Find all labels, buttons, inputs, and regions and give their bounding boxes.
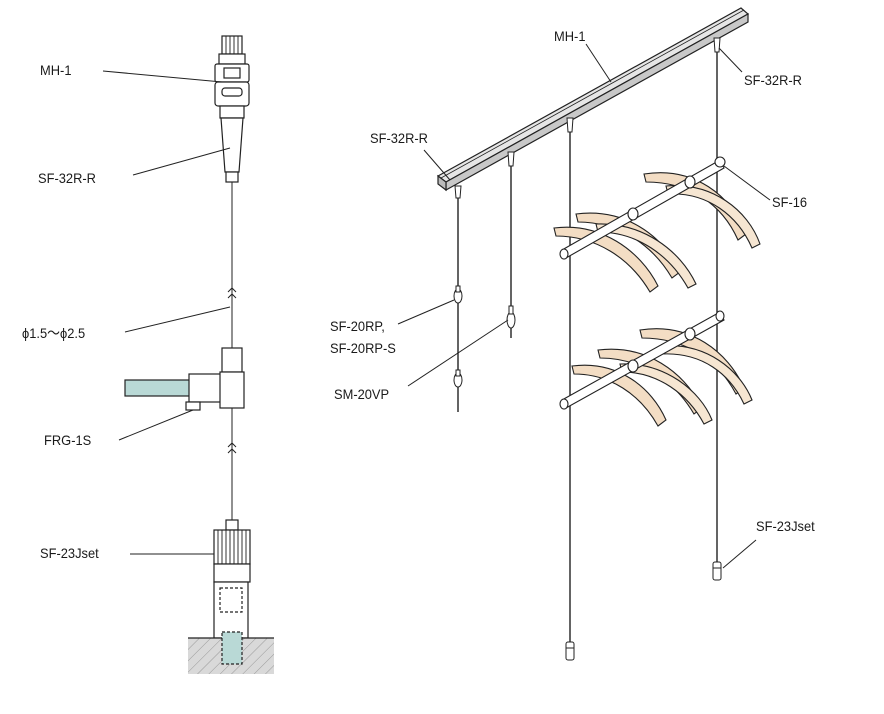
label-right-sf20rp: SF-20RP, xyxy=(330,318,385,334)
sf23jset-anchor xyxy=(213,519,251,639)
mh1-mount-body xyxy=(214,53,250,119)
mh1-rail xyxy=(436,7,750,192)
label-left-mh1: MH-1 xyxy=(40,62,72,78)
left-elevation-view xyxy=(124,35,274,674)
label-right-sf20rp-s: SF-20RP-S xyxy=(330,340,396,356)
upper-pipe-sf16 xyxy=(559,156,726,260)
sf20rp-grippers xyxy=(453,285,463,388)
sm20vp-stopper xyxy=(506,305,516,329)
label-left-sf32rr: SF-32R-R xyxy=(38,170,96,186)
floor-section xyxy=(188,631,274,674)
label-left-wire-diameter: ϕ1.5〜ϕ2.5 xyxy=(22,325,86,341)
label-right-sf32rr-top: SF-32R-R xyxy=(744,72,802,88)
label-right-mh1: MH-1 xyxy=(554,28,586,44)
label-right-sf32rr-left: SF-32R-R xyxy=(370,130,428,146)
label-left-frg1s: FRG-1S xyxy=(44,432,92,448)
frg1s-clamp xyxy=(124,347,245,411)
left-leader-lines xyxy=(102,70,231,555)
threaded-bolt-icon xyxy=(221,35,243,55)
label-right-sm20vp: SM-20VP xyxy=(334,386,390,402)
right-perspective-view xyxy=(397,7,771,661)
label-right-sf16: SF-16 xyxy=(772,194,808,210)
label-right-sf23jset: SF-23Jset xyxy=(756,518,815,534)
upper-hangers xyxy=(553,172,761,293)
lower-hangers xyxy=(571,328,753,427)
label-left-sf23jset: SF-23Jset xyxy=(40,545,99,561)
right-leader-lines xyxy=(397,43,771,569)
rail-fittings xyxy=(454,37,721,199)
lower-pipe-sf16 xyxy=(559,310,725,410)
sf23jset-ends xyxy=(565,561,722,661)
